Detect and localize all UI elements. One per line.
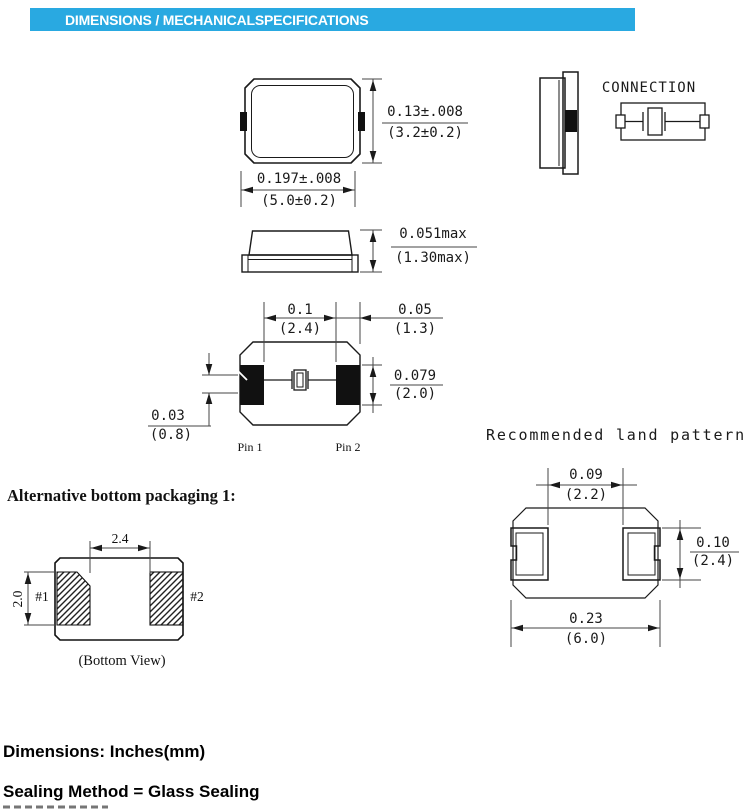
dim-topview-width-in: 0.197±.008 — [256, 171, 342, 187]
terminal-2 — [699, 114, 710, 129]
pin1-pad — [240, 365, 264, 405]
section-title: DIMENSIONS / MECHANICALSPECIFICATIONS — [65, 11, 369, 28]
crystal-symbol — [647, 107, 663, 136]
dimension-arrows — [242, 80, 377, 194]
dim-land-gap-in: 0.09 — [569, 467, 603, 483]
terminal-1 — [615, 114, 626, 129]
dim-castellation-in: 0.03 — [151, 408, 185, 424]
alt-dim-gap: 2.4 — [111, 531, 129, 546]
dim-land-gap-mm: (2.2) — [564, 487, 608, 503]
dim-sideview-height-in: 0.051max — [399, 226, 467, 242]
side-electrode-pad — [565, 110, 577, 132]
crystal-symbol-bottom — [293, 369, 307, 391]
land-pad-1 — [510, 527, 549, 581]
pin1-label: Pin 1 — [237, 440, 263, 454]
dim-padgap-in: 0.1 — [287, 302, 313, 318]
dim-land-width-mm: (6.0) — [564, 631, 608, 647]
side-view-drawing — [241, 229, 477, 273]
dim-castellation-mm: (0.8) — [149, 427, 193, 443]
land-pad-2 — [622, 527, 661, 581]
connection-label: CONNECTION — [601, 80, 697, 96]
alt-packaging-title: Alternative bottom packaging 1: — [7, 486, 236, 505]
side-view-small-drawing — [539, 71, 579, 175]
top-view-drawing — [240, 78, 468, 207]
land-pattern-drawing — [510, 468, 739, 647]
alt-dim-padheight: 2.0 — [10, 590, 25, 608]
land-pattern-title: Recommended land pattern — [486, 426, 746, 444]
dim-padheight-in: 0.079 — [393, 368, 437, 384]
alt-pad1-label: #1 — [35, 589, 49, 604]
alt-bottom-packaging-drawing — [24, 541, 184, 641]
dim-padheight-mm: (2.0) — [393, 386, 437, 402]
dim-padgap-mm: (2.4) — [278, 321, 322, 337]
alt-pad-1 — [56, 571, 91, 626]
pin2-pad — [336, 365, 360, 405]
dim-land-width-in: 0.23 — [569, 611, 603, 627]
alt-pad2-label: #2 — [190, 589, 204, 604]
right-castellation-pad — [358, 112, 365, 131]
dim-padwidth-in: 0.05 — [398, 302, 432, 318]
alt-pad-2 — [149, 571, 184, 626]
alt-caption: (Bottom View) — [78, 653, 166, 669]
dim-padwidth-mm: (1.3) — [393, 321, 437, 337]
sealing-note: Sealing Method = Glass Sealing — [3, 782, 260, 801]
connection-diagram — [615, 102, 710, 141]
dim-topview-height-in: 0.13±.008 — [387, 104, 463, 120]
dim-sideview-height-mm: (1.30max) — [395, 250, 471, 266]
dim-land-padheight-in: 0.10 — [696, 535, 730, 551]
dim-topview-height-mm: (3.2±0.2) — [387, 125, 463, 141]
left-castellation-pad — [240, 112, 247, 131]
bottom-view-drawing — [148, 302, 443, 427]
dim-land-padheight-mm: (2.4) — [691, 553, 735, 569]
units-note: Dimensions: Inches(mm) — [3, 742, 206, 761]
dim-topview-width-mm: (5.0±0.2) — [261, 193, 337, 209]
section-header-bar: DIMENSIONS / MECHANICALSPECIFICATIONS — [30, 8, 635, 31]
pin2-label: Pin 2 — [335, 440, 361, 454]
